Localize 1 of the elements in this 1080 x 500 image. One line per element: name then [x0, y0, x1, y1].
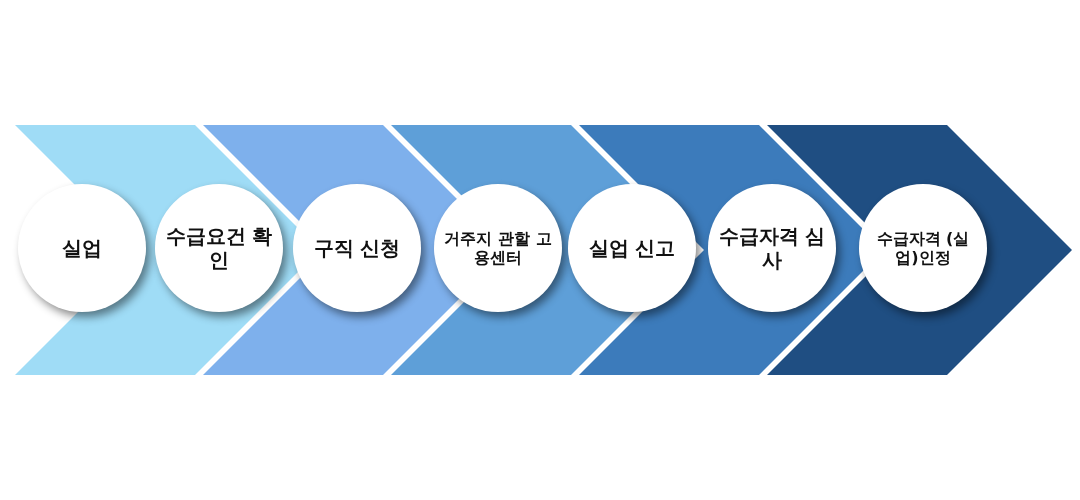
step-circle: 실업: [18, 184, 146, 312]
